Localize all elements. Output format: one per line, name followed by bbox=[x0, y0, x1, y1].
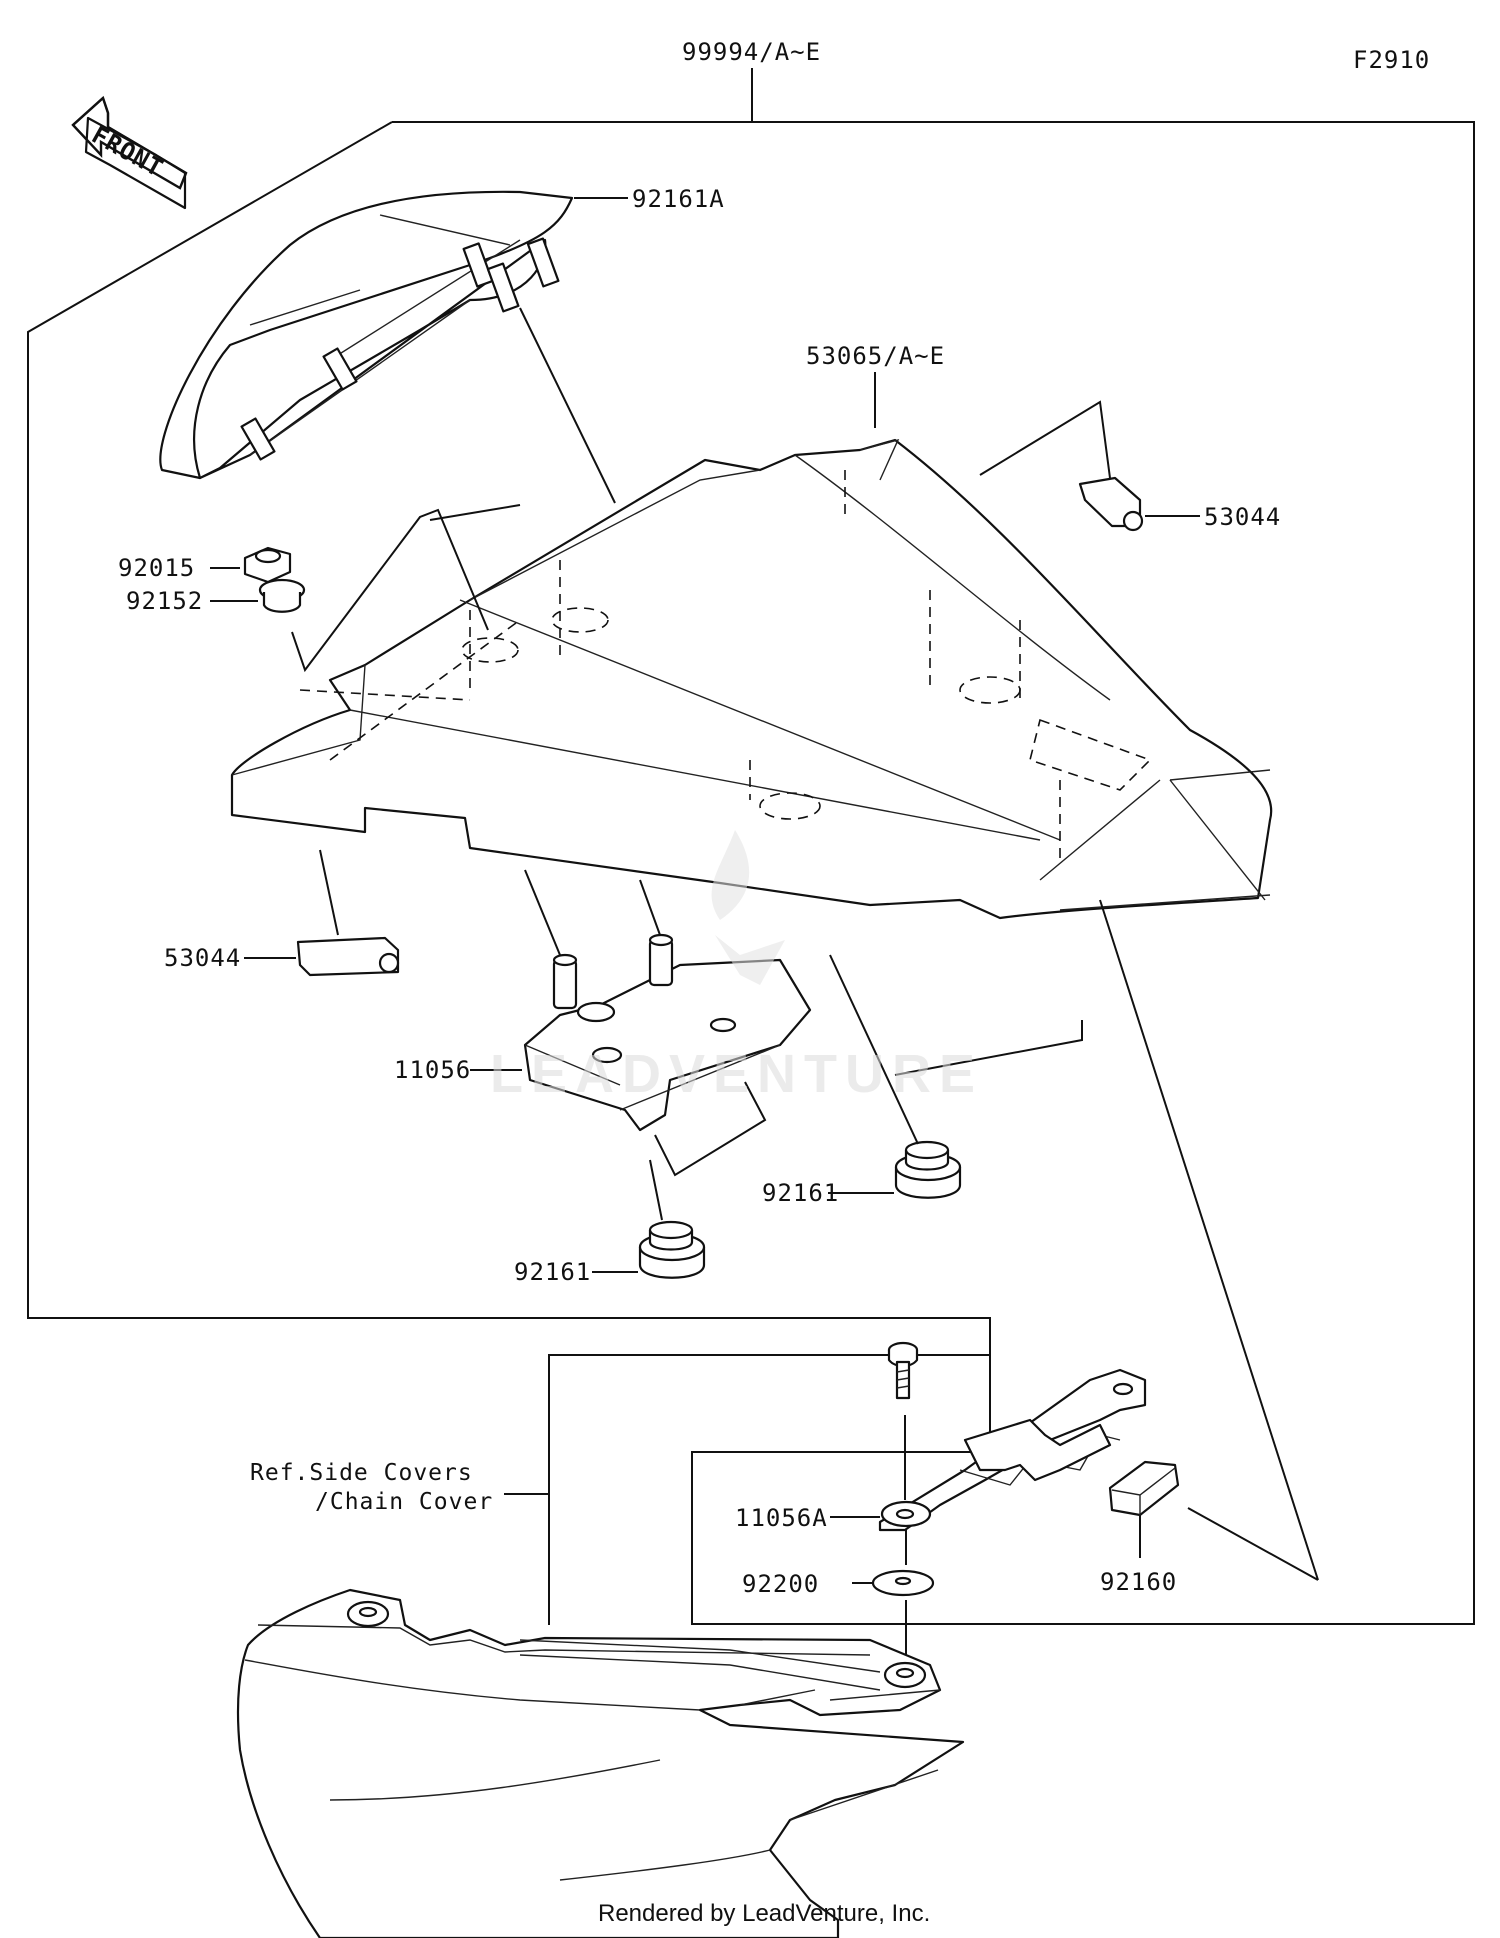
ref-note-line1: Ref.Side Covers bbox=[250, 1460, 473, 1486]
label-11056: 11056 bbox=[394, 1056, 471, 1084]
label-53065: 53065/A~E bbox=[806, 342, 945, 370]
leader-clip-right-bracket bbox=[979, 400, 1111, 479]
bracket-a bbox=[878, 1368, 1147, 1532]
label-53044-left: 53044 bbox=[164, 944, 241, 972]
bolt bbox=[887, 1341, 919, 1400]
side-cover-bracket bbox=[548, 1354, 990, 1625]
nut bbox=[243, 546, 292, 584]
label-92161-right: 92161 bbox=[762, 1179, 839, 1207]
leader-nut-zigzag2 bbox=[429, 504, 521, 521]
leader-nut-zigzag bbox=[291, 508, 489, 673]
bracket bbox=[523, 933, 812, 1132]
pad bbox=[1108, 1460, 1180, 1517]
watermark: LEADVENTURE bbox=[490, 830, 983, 1104]
leader-bracket-stud-right bbox=[639, 879, 661, 936]
leader-top-to-main bbox=[519, 307, 616, 504]
assembly-boundary bbox=[27, 121, 1475, 1625]
label-92152: 92152 bbox=[126, 587, 203, 615]
label-92200: 92200 bbox=[742, 1570, 819, 1598]
label-92161A: 92161A bbox=[632, 185, 725, 213]
leader-damper-left-up bbox=[649, 1159, 663, 1221]
label-11056A: 11056A bbox=[735, 1504, 828, 1532]
leader-pad-tip bbox=[1187, 1507, 1319, 1581]
figure-code: F2910 bbox=[1353, 46, 1430, 74]
label-92015: 92015 bbox=[118, 554, 195, 582]
seat-cover-main bbox=[230, 438, 1273, 920]
collar bbox=[258, 578, 306, 613]
footer-text: Rendered by LeadVenture, Inc. bbox=[598, 1900, 930, 1927]
leader-main-to-pad bbox=[1099, 899, 1319, 1581]
watermark-text: LEADVENTURE bbox=[490, 1044, 983, 1104]
seat-cover-top bbox=[159, 190, 574, 480]
clip-left bbox=[296, 936, 400, 977]
label-92160: 92160 bbox=[1100, 1568, 1177, 1596]
damper-left bbox=[638, 1220, 706, 1279]
side-cover-reference bbox=[236, 1588, 965, 1938]
leader-bracket-stud-left bbox=[524, 869, 561, 956]
label-53044-right: 53044 bbox=[1204, 503, 1281, 531]
leader-damper-right-bracket bbox=[894, 1020, 1083, 1076]
kit-label: 99994/A~E bbox=[682, 38, 821, 66]
leader-bracket-damper bbox=[654, 1081, 767, 1177]
leader-clip-left bbox=[319, 849, 339, 936]
damper-right bbox=[894, 1140, 962, 1199]
clip-right bbox=[1078, 476, 1144, 532]
front-arrow-icon: FRONT bbox=[71, 95, 188, 210]
washer bbox=[871, 1569, 935, 1597]
ref-note-line2: /Chain Cover bbox=[315, 1489, 493, 1515]
leader-damper-right-up bbox=[829, 954, 919, 1145]
label-92161-left: 92161 bbox=[514, 1258, 591, 1286]
